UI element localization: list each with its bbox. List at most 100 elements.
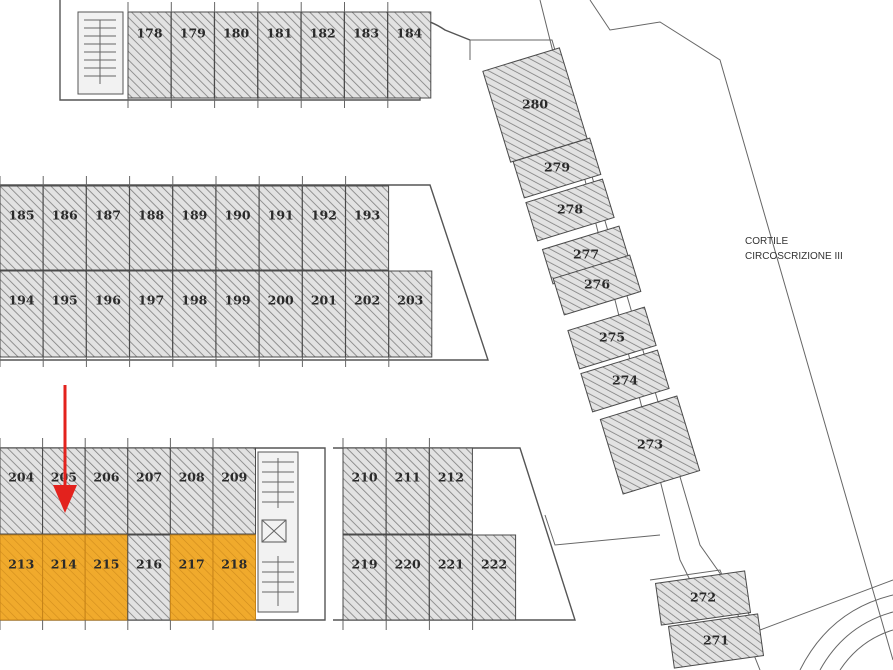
space-number-197: 197 [138,293,164,308]
space-number-184: 184 [396,26,422,41]
parking-space-213[interactable] [0,534,43,621]
parking-space-211[interactable] [385,447,430,535]
parking-space-279[interactable] [512,137,602,199]
parking-space-group-275 [567,306,657,370]
space-number-198: 198 [181,293,207,308]
space-number-188: 188 [138,208,164,223]
space-number-215: 215 [93,557,119,572]
space-number-187: 187 [95,208,121,223]
space-number-211: 211 [395,470,421,485]
parking-space-276[interactable] [552,254,642,316]
parking-space-272[interactable] [654,570,752,626]
space-number-200: 200 [268,293,294,308]
parking-space-274[interactable] [580,349,670,413]
parking-space-185[interactable] [0,185,44,271]
space-number-216: 216 [136,557,162,572]
space-number-190: 190 [224,208,250,223]
parking-space-271[interactable] [667,613,765,669]
space-number-180: 180 [223,26,249,41]
parking-space-221[interactable] [428,534,473,621]
parking-space-187[interactable] [85,185,130,271]
parking-space-207[interactable] [127,447,171,535]
parking-space-216[interactable] [127,534,171,621]
parking-space-193[interactable] [345,185,390,271]
space-number-276: 276 [584,277,610,292]
parking-space-222[interactable] [472,534,517,621]
parking-space-194[interactable] [0,270,44,358]
parking-space-195[interactable] [42,270,87,358]
parking-space-196[interactable] [85,270,130,358]
space-number-183: 183 [353,26,379,41]
space-number-193: 193 [354,208,380,223]
courtyard-label-line1: CORTILE [745,236,788,247]
parking-space-202[interactable] [345,270,390,358]
parking-space-208[interactable] [169,447,214,535]
space-number-210: 210 [351,470,377,485]
space-number-195: 195 [52,293,78,308]
parking-space-273[interactable] [599,395,701,495]
parking-space-180[interactable] [214,11,259,99]
parking-space-201[interactable] [301,270,346,358]
parking-space-210[interactable] [342,447,387,535]
space-number-279: 279 [544,160,570,175]
stairwell-top [77,11,124,95]
parking-space-218[interactable] [212,534,256,621]
parking-space-212[interactable] [428,447,473,535]
parking-space-group-276 [552,254,642,316]
parking-space-189[interactable] [172,185,217,271]
space-number-199: 199 [224,293,250,308]
space-number-278: 278 [557,202,583,217]
parking-space-group-271 [667,613,765,669]
space-number-196: 196 [95,293,121,308]
parking-space-group-279 [512,137,602,199]
space-number-182: 182 [310,26,336,41]
parking-space-215[interactable] [84,534,129,621]
parking-space-191[interactable] [258,185,303,271]
parking-space-192[interactable] [301,185,346,271]
parking-space-219[interactable] [342,534,387,621]
space-number-275: 275 [599,330,625,345]
parking-space-204[interactable] [0,447,43,535]
space-number-274: 274 [612,373,638,388]
space-number-186: 186 [52,208,78,223]
parking-space-182[interactable] [300,11,345,99]
space-number-207: 207 [136,470,162,485]
parking-space-190[interactable] [215,185,260,271]
parking-space-186[interactable] [42,185,87,271]
parking-space-198[interactable] [172,270,217,358]
parking-space-group-278 [525,178,615,242]
space-number-201: 201 [311,293,337,308]
space-number-280: 280 [522,97,548,112]
space-number-194: 194 [8,293,34,308]
parking-space-278[interactable] [525,178,615,242]
space-number-192: 192 [311,208,337,223]
parking-space-214[interactable] [42,534,86,621]
space-number-179: 179 [180,26,206,41]
space-number-220: 220 [395,557,421,572]
parking-spaces [0,2,765,669]
parking-space-200[interactable] [258,270,303,358]
parking-space-206[interactable] [84,447,129,535]
space-number-185: 185 [8,208,34,223]
space-number-214: 214 [51,557,77,572]
pointer-arrow-head [53,485,77,513]
space-number-178: 178 [136,26,162,41]
parking-space-197[interactable] [129,270,174,358]
parking-space-209[interactable] [212,447,256,535]
space-number-191: 191 [268,208,294,223]
space-number-271: 271 [703,633,729,648]
parking-space-220[interactable] [385,534,430,621]
parking-space-275[interactable] [567,306,657,370]
parking-space-203[interactable] [388,270,433,358]
stairwell-mid [257,451,299,613]
space-number-213: 213 [8,557,34,572]
parking-space-188[interactable] [129,185,174,271]
parking-space-217[interactable] [169,534,214,621]
parking-space-group-274 [580,349,670,413]
space-number-217: 217 [179,557,205,572]
parking-space-184[interactable] [387,11,432,99]
parking-space-199[interactable] [215,270,260,358]
parking-space-178[interactable] [127,11,172,99]
